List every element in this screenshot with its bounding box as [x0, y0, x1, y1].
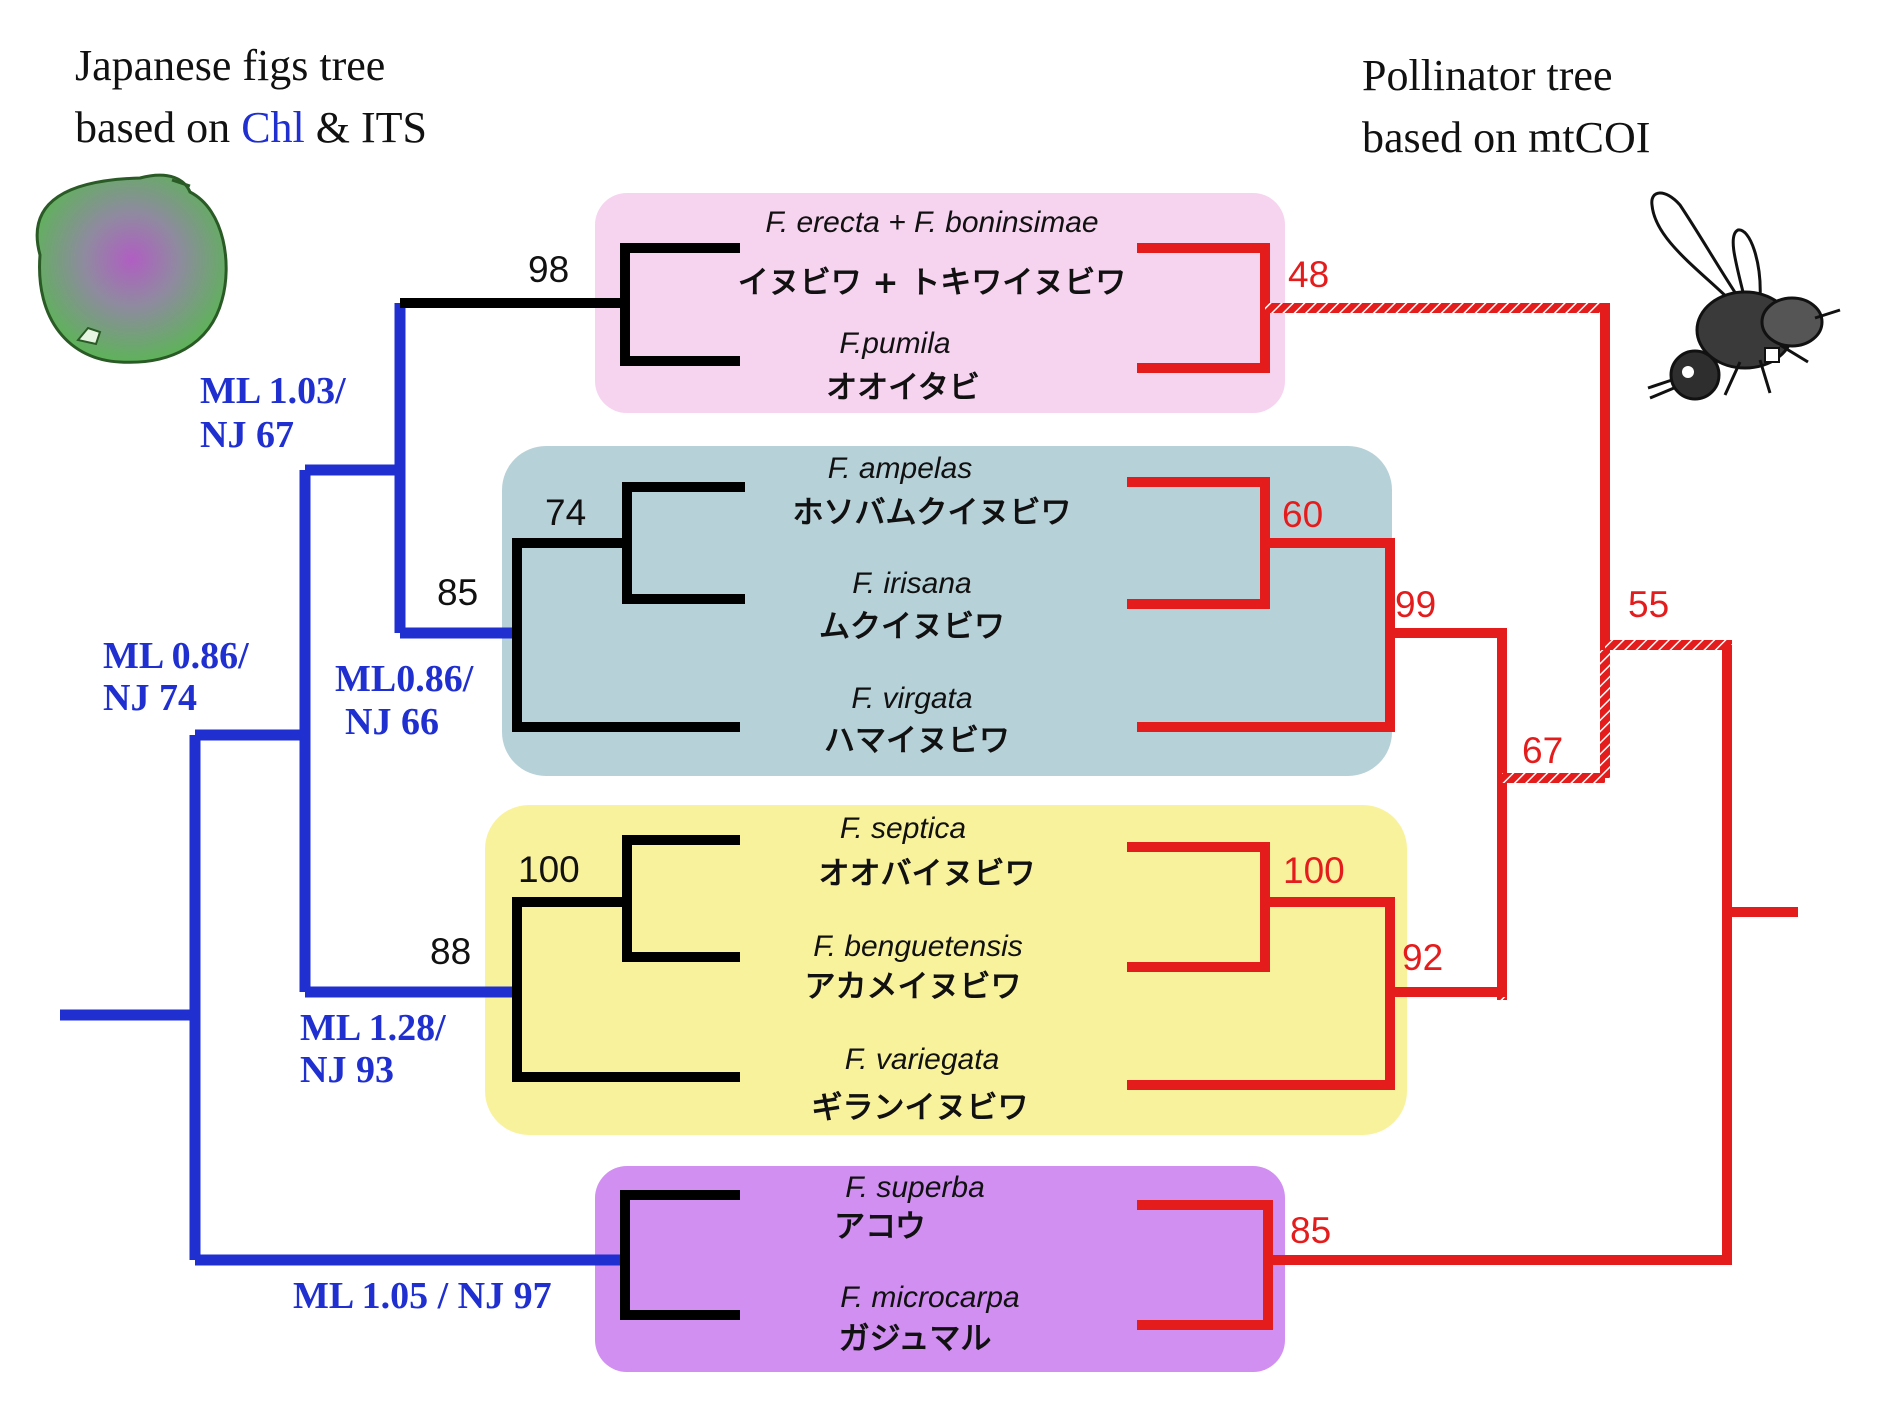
fig-node-purple: ML 1.05 / NJ 97 [293, 1275, 552, 1317]
taxon-sci-erecta-boninsimae: F. erecta + F. boninsimae [765, 206, 1098, 239]
poll-support-blue-inner: 60 [1282, 494, 1323, 535]
taxon-sci-microcarpa: F. microcarpa [840, 1281, 1020, 1314]
taxon-sci-irisana: F. irisana [852, 567, 972, 600]
taxon-sci-ampelas: F. ampelas [828, 452, 973, 485]
fig-support-yellow-clade: 88 [430, 931, 471, 972]
fig-support-blue-inner: 74 [545, 492, 586, 533]
poll-support-pink: 48 [1288, 254, 1329, 295]
taxon-jp-irisana: ムクイヌビワ [819, 609, 1005, 645]
poll-support-blue-yellow: 67 [1522, 730, 1563, 771]
taxon-sci-pumila: F.pumila [839, 327, 950, 360]
fig-clade-yellow [512, 897, 740, 1082]
poll-branch-blue [1390, 628, 1507, 778]
fig-tree-backbone [60, 303, 625, 1266]
taxon-sci-virgata: F. virgata [851, 682, 972, 715]
group-box-pink [595, 193, 1285, 413]
fig-node-yellow-ml: ML 1.28/ [300, 1007, 446, 1049]
taxon-jp-septica: オオバイヌビワ [819, 856, 1036, 892]
fig-tree-title-line1: Japanese figs tree [75, 41, 385, 90]
fig-node-pink-blue-ml: ML 1.03/ [200, 370, 346, 412]
taxon-jp-virgata: ハマイヌビワ [824, 723, 1010, 759]
fig-tree-title-line2: based on Chl & ITS [75, 103, 427, 152]
fig-node-blue-ml: ML0.86/ [335, 658, 474, 700]
fig-support-values: 98 74 85 100 88 ML 1.03/ NJ 67 ML0.86/ N… [103, 249, 586, 1317]
fig-clade-purple [620, 1190, 740, 1320]
fig-tree-title-its: & ITS [305, 103, 427, 152]
fig-fruit-icon [35, 173, 228, 364]
taxon-jp-superba: アコウ [834, 1209, 926, 1245]
poll-support-yellow-clade: 92 [1402, 937, 1443, 978]
group-box-yellow [485, 805, 1407, 1135]
pollinator-tree-title-line1: Pollinator tree [1362, 51, 1613, 100]
pollinator-tree [1127, 243, 1798, 1330]
fig-clade-blue [512, 538, 740, 732]
fig-clade-blue-inner [622, 482, 745, 604]
fig-node-blue-nj: NJ 66 [345, 701, 439, 743]
fig-node-pink-blue-nj: NJ 67 [200, 414, 294, 456]
poll-branch-yellow [1390, 772, 1507, 997]
poll-support-deep: 55 [1628, 584, 1669, 625]
taxon-sci-septica: F. septica [840, 812, 966, 845]
group-box-blue [502, 446, 1392, 776]
taxon-sci-superba: F. superba [845, 1171, 985, 1204]
poll-support-yellow-inner: 100 [1283, 850, 1345, 891]
fig-clade-pink [620, 243, 740, 366]
fig-node-root-nj: NJ 74 [103, 677, 197, 719]
fig-clade-yellow-inner [622, 835, 740, 962]
poll-support-purple: 85 [1290, 1210, 1331, 1251]
taxon-jp-ampelas: ホソバムクイヌビワ [793, 495, 1072, 531]
fig-tree-title-chl: Chl [241, 103, 305, 152]
pollinator-support-values: 48 60 99 67 100 92 55 85 [1282, 254, 1669, 1251]
fig-support-yellow-inner: 100 [518, 849, 580, 890]
fig-support-blue-clade: 85 [437, 572, 478, 613]
taxon-jp-benguetensis: アカメイヌビワ [805, 969, 1022, 1005]
poll-support-blue-clade: 99 [1395, 584, 1436, 625]
taxon-jp-variegata: ギランイヌビワ [812, 1090, 1029, 1126]
taxon-sci-benguetensis: F. benguetensis [813, 930, 1023, 963]
taxon-sci-variegata: F. variegata [845, 1043, 1000, 1076]
fig-node-root-ml: ML 0.86/ [103, 635, 249, 677]
pollinator-tree-title-line2: based on mtCOI [1362, 113, 1650, 162]
fig-node-yellow-nj: NJ 93 [300, 1049, 394, 1091]
fig-support-pink-clade: 98 [528, 249, 569, 290]
taxon-jp-pumila: オオイタビ [826, 370, 980, 406]
taxon-jp-microcarpa: ガジュマル [839, 1321, 992, 1357]
taxon-jp-erecta-boninsimae: イヌビワ + トキワイヌビワ [738, 265, 1127, 301]
fig-tree-title-based-on: based on [75, 103, 241, 152]
group-box-purple [595, 1166, 1285, 1372]
fig-wasp-icon [1647, 191, 1841, 401]
taxon-labels: F. erecta + F. boninsimae イヌビワ + トキワイヌビワ… [738, 206, 1127, 1357]
fig-tree-tips [400, 243, 745, 1320]
